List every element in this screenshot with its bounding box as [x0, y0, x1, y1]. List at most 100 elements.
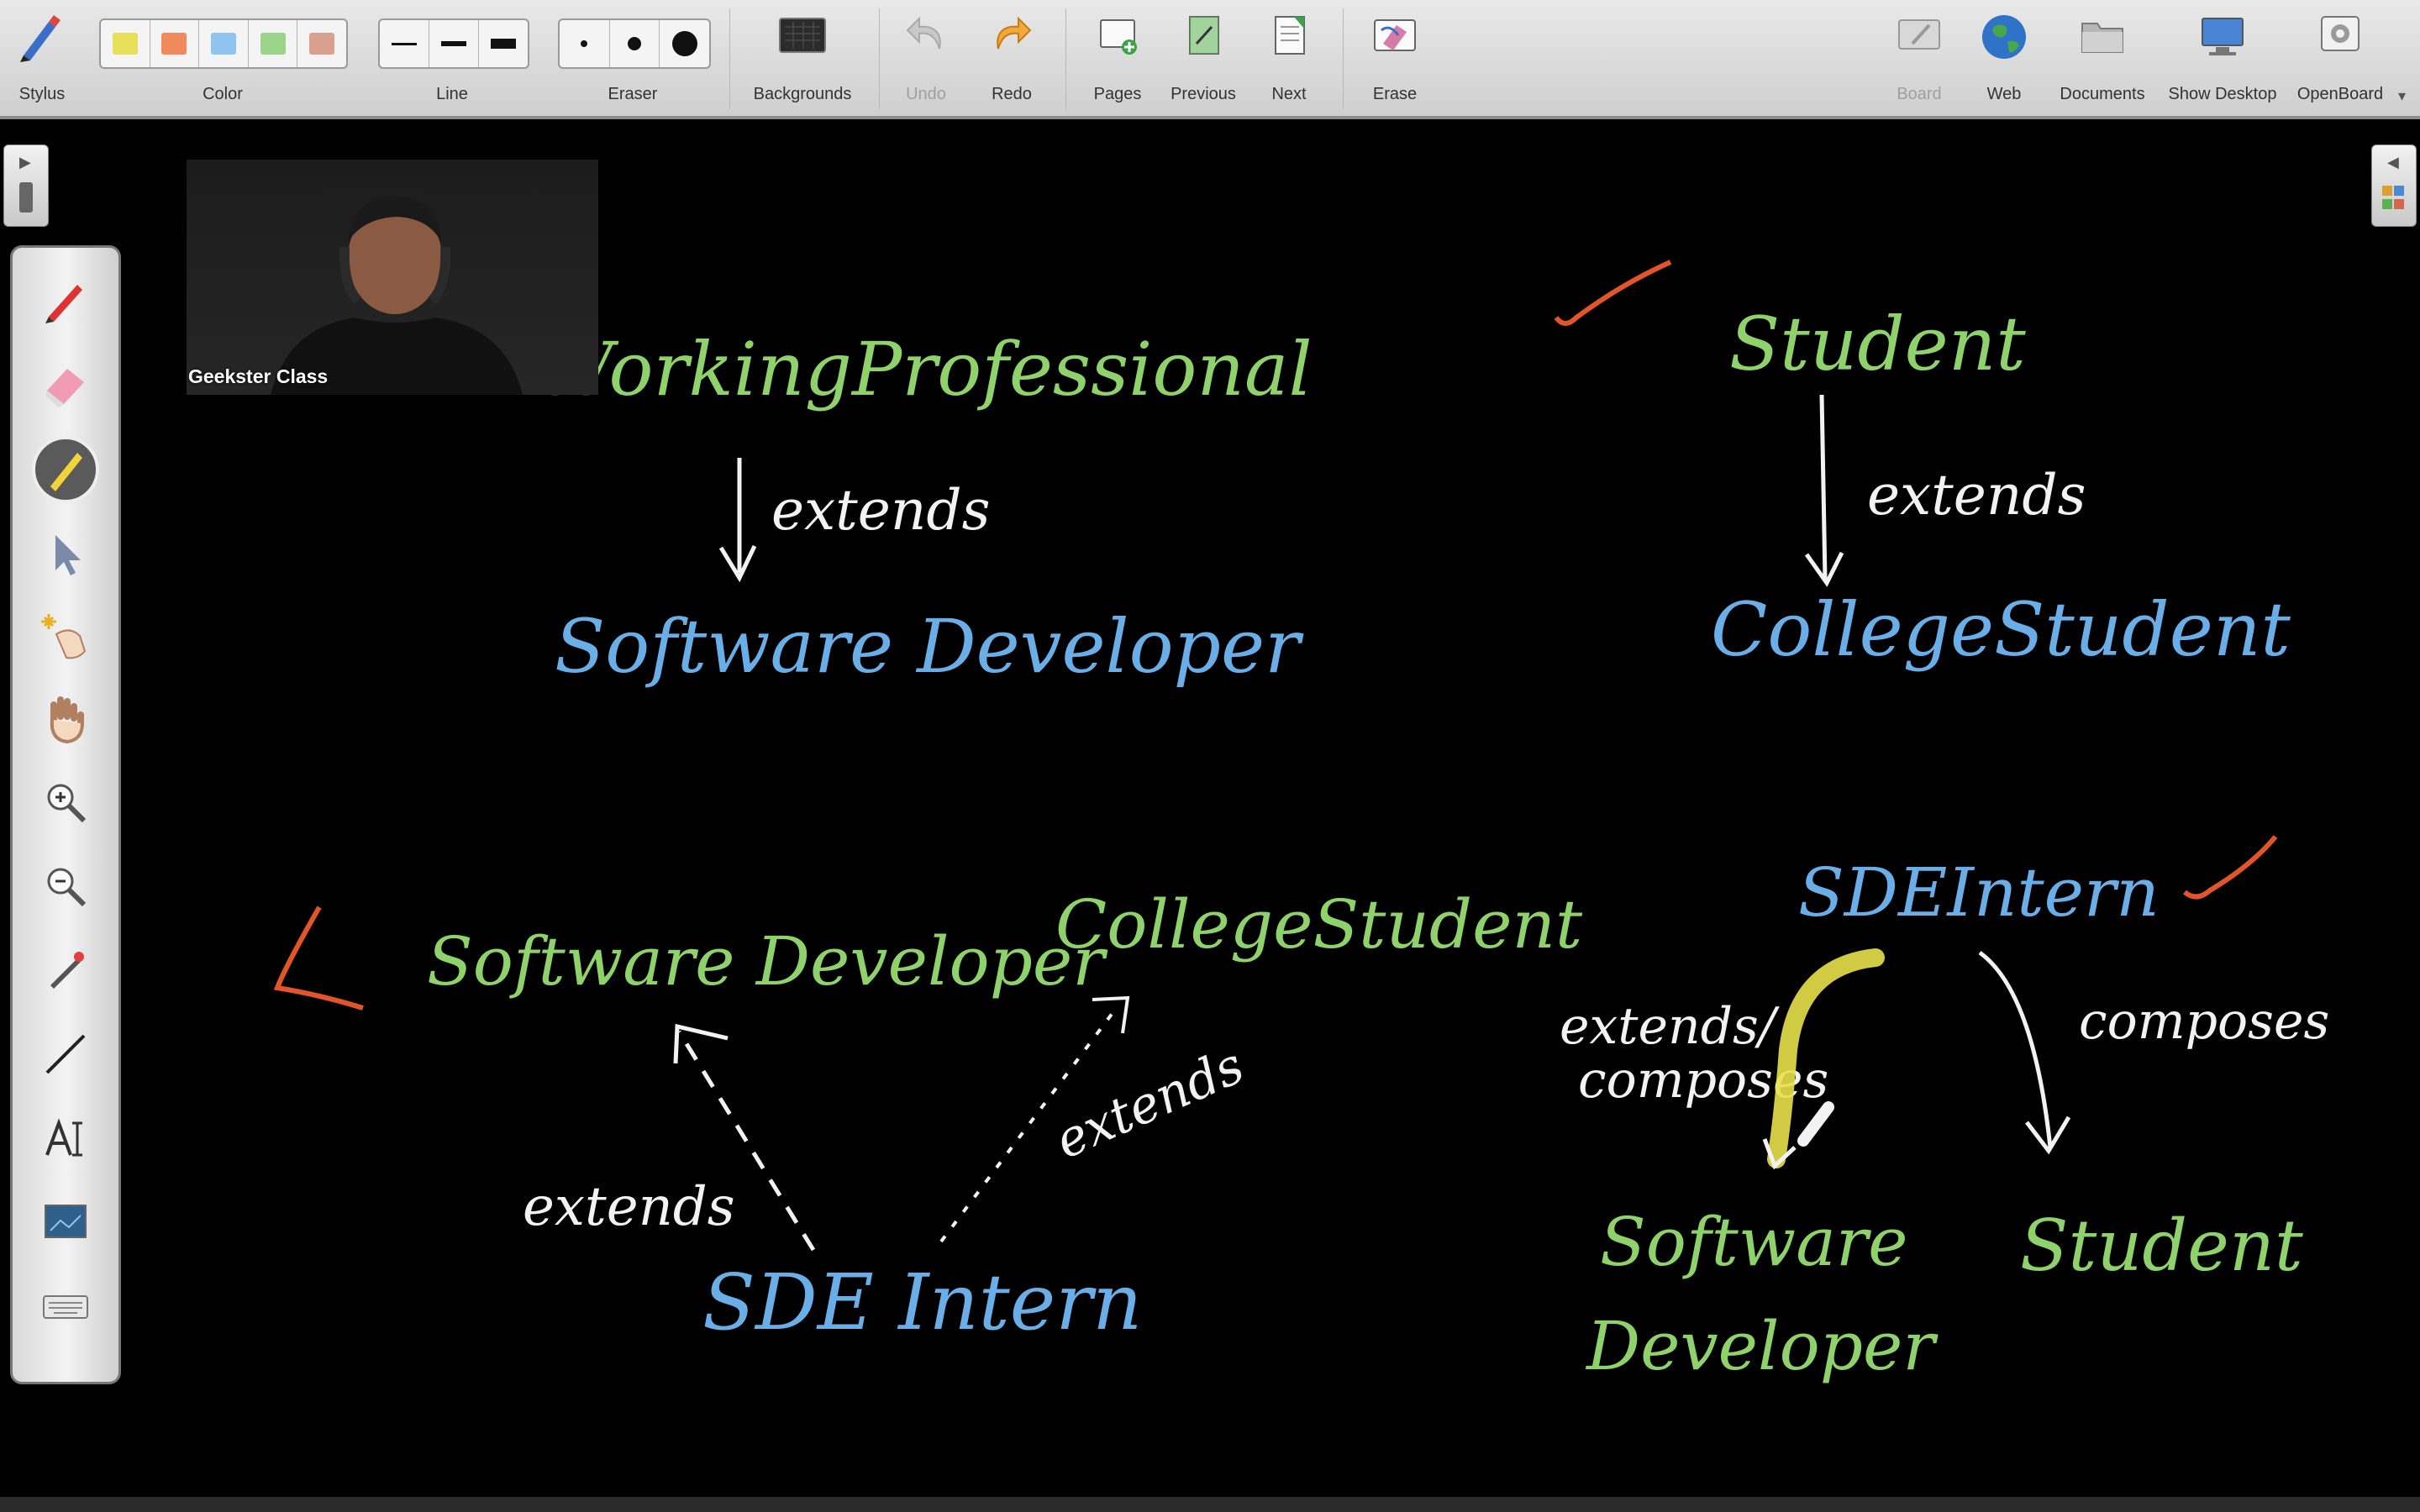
backgrounds-icon: [779, 18, 826, 53]
pages-label: Pages: [1093, 85, 1142, 103]
backgrounds-label: Backgrounds: [753, 85, 852, 103]
software-text: Software: [1600, 1203, 1907, 1281]
globe-icon: [1982, 15, 2026, 59]
developer-text: Developer: [1585, 1307, 1939, 1385]
color-swatch-3[interactable]: [199, 20, 249, 67]
library-icon: [2382, 182, 2406, 213]
toolbar-divider: [1065, 8, 1066, 109]
board-button[interactable]: Board: [1879, 5, 1960, 113]
previous-button[interactable]: Previous: [1163, 5, 1244, 113]
eraser-tool[interactable]: [24, 349, 108, 419]
board-drawing: WorkingProfessional extends Software Dev…: [273, 260, 2329, 1385]
text-icon: [45, 1118, 82, 1157]
extends-composes-text: extends/: [1560, 997, 1781, 1056]
left-panel-toggle[interactable]: ▶: [3, 144, 49, 227]
highlighter-stroke: [1767, 948, 1885, 1168]
arrowhead: [1762, 1138, 1797, 1170]
zoom-in-icon: [47, 784, 87, 823]
stylus-icon: [20, 15, 60, 62]
color-swatch-4[interactable]: [249, 20, 298, 67]
extends-text: extends: [771, 478, 991, 543]
keyboard-tool[interactable]: [24, 1271, 108, 1341]
college-student-text: CollegeStudent: [1711, 586, 2291, 673]
redo-button[interactable]: Redo: [973, 5, 1050, 113]
pen-icon: [45, 285, 82, 323]
eraser-medium-option[interactable]: [610, 20, 660, 67]
dashed-arrow: [676, 1030, 816, 1252]
openboard-label: OpenBoard: [2296, 85, 2384, 103]
web-button[interactable]: Web: [1966, 5, 2042, 113]
erase-board-icon: [1374, 19, 1416, 51]
tool-palette: [10, 245, 121, 1384]
show-desktop-button[interactable]: Show Desktop: [2161, 5, 2284, 113]
laser-pointer-tool[interactable]: [24, 935, 108, 1005]
page-thumbnails-icon: [19, 182, 33, 213]
color-selector: [99, 18, 348, 69]
right-panel-toggle[interactable]: ◀: [2371, 144, 2417, 227]
erase-button[interactable]: Erase: [1353, 5, 1437, 113]
selector-icon: [55, 535, 81, 575]
eraser-group: Eraser: [553, 5, 713, 113]
marker-tool[interactable]: [24, 434, 108, 505]
next-button[interactable]: Next: [1250, 5, 1328, 113]
text-tool[interactable]: [24, 1103, 108, 1173]
working-professional-text: WorkingProfessional: [538, 326, 1313, 412]
eraser-label: Eraser: [608, 85, 658, 103]
hand-tool[interactable]: [24, 683, 108, 753]
webcam-overlay: Geekster Class: [187, 160, 598, 395]
color-swatch-5[interactable]: [297, 20, 346, 67]
interact-icon: [41, 614, 87, 659]
openboard-button[interactable]: OpenBoard: [2291, 5, 2390, 113]
keyboard-icon: [43, 1295, 88, 1319]
color-swatch-1[interactable]: [101, 20, 150, 67]
bottom-bar: [0, 1497, 2420, 1512]
capture-tool[interactable]: [24, 1187, 108, 1257]
left-arrow-icon: ◀: [2387, 154, 2399, 171]
line-tool[interactable]: [24, 1019, 108, 1089]
capture-icon: [45, 1205, 87, 1238]
composes-text: composes: [2079, 992, 2329, 1051]
pages-button[interactable]: Pages: [1077, 5, 1158, 113]
chevron-down-icon[interactable]: ▾: [2398, 87, 2407, 104]
selector-tool[interactable]: [24, 518, 108, 589]
line-thick-option[interactable]: [479, 20, 528, 67]
next-label: Next: [1271, 85, 1307, 103]
documents-button[interactable]: Documents: [2050, 5, 2154, 113]
stylus-button[interactable]: Stylus: [0, 5, 84, 113]
toolbar-divider: [1343, 8, 1344, 109]
student-text: Student: [1729, 301, 2026, 387]
interact-tool[interactable]: [24, 601, 108, 671]
student-text: Student: [2020, 1205, 2303, 1287]
pages-icon: [1100, 19, 1137, 55]
board-icon: [1898, 19, 1940, 50]
eraser-small-option[interactable]: [560, 20, 610, 67]
zoom-out-tool[interactable]: [24, 851, 108, 921]
eraser-large-option[interactable]: [660, 20, 709, 67]
color-label: Color: [203, 85, 243, 103]
backgrounds-button[interactable]: Backgrounds: [739, 5, 865, 113]
undo-button[interactable]: Undo: [887, 5, 965, 113]
college-student-text: CollegeStudent: [1055, 885, 1583, 963]
stylus-label: Stylus: [18, 85, 66, 103]
line-medium-option[interactable]: [429, 20, 479, 67]
checkmark-icon: [2183, 835, 2278, 900]
pen-tool[interactable]: [24, 265, 108, 335]
line-width-selector: [378, 18, 529, 69]
play-icon: ▶: [19, 154, 31, 171]
marker-icon: [32, 436, 99, 503]
dashed-arrowhead: [673, 1023, 729, 1064]
zoom-in-tool[interactable]: [24, 767, 108, 837]
undo-label: Undo: [906, 85, 946, 103]
software-developer-text: Software Developer: [427, 922, 1108, 1000]
top-toolbar: Stylus Color Line Eraser: [0, 0, 2420, 119]
line-thin-option[interactable]: [380, 20, 429, 67]
previous-label: Previous: [1171, 85, 1236, 103]
previous-page-icon: [1189, 16, 1219, 55]
color-swatch-2[interactable]: [150, 20, 200, 67]
redo-label: Redo: [992, 85, 1032, 103]
toolbar-divider: [729, 8, 730, 109]
line-label: Line: [436, 85, 468, 103]
extends-arrowhead: [718, 544, 757, 583]
eraser-size-selector: [558, 18, 711, 69]
software-developer-text: Software Developer: [555, 603, 1304, 690]
